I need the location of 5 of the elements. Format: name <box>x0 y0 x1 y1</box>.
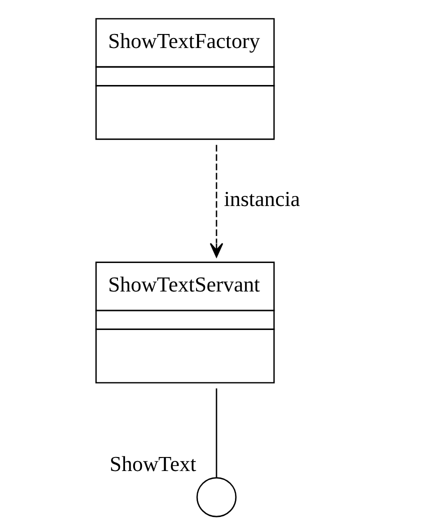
edge-label: instancia <box>224 186 300 211</box>
node-circle <box>196 477 237 518</box>
connector <box>216 388 218 478</box>
arrow <box>210 144 224 258</box>
node-label: ShowText <box>110 452 196 476</box>
